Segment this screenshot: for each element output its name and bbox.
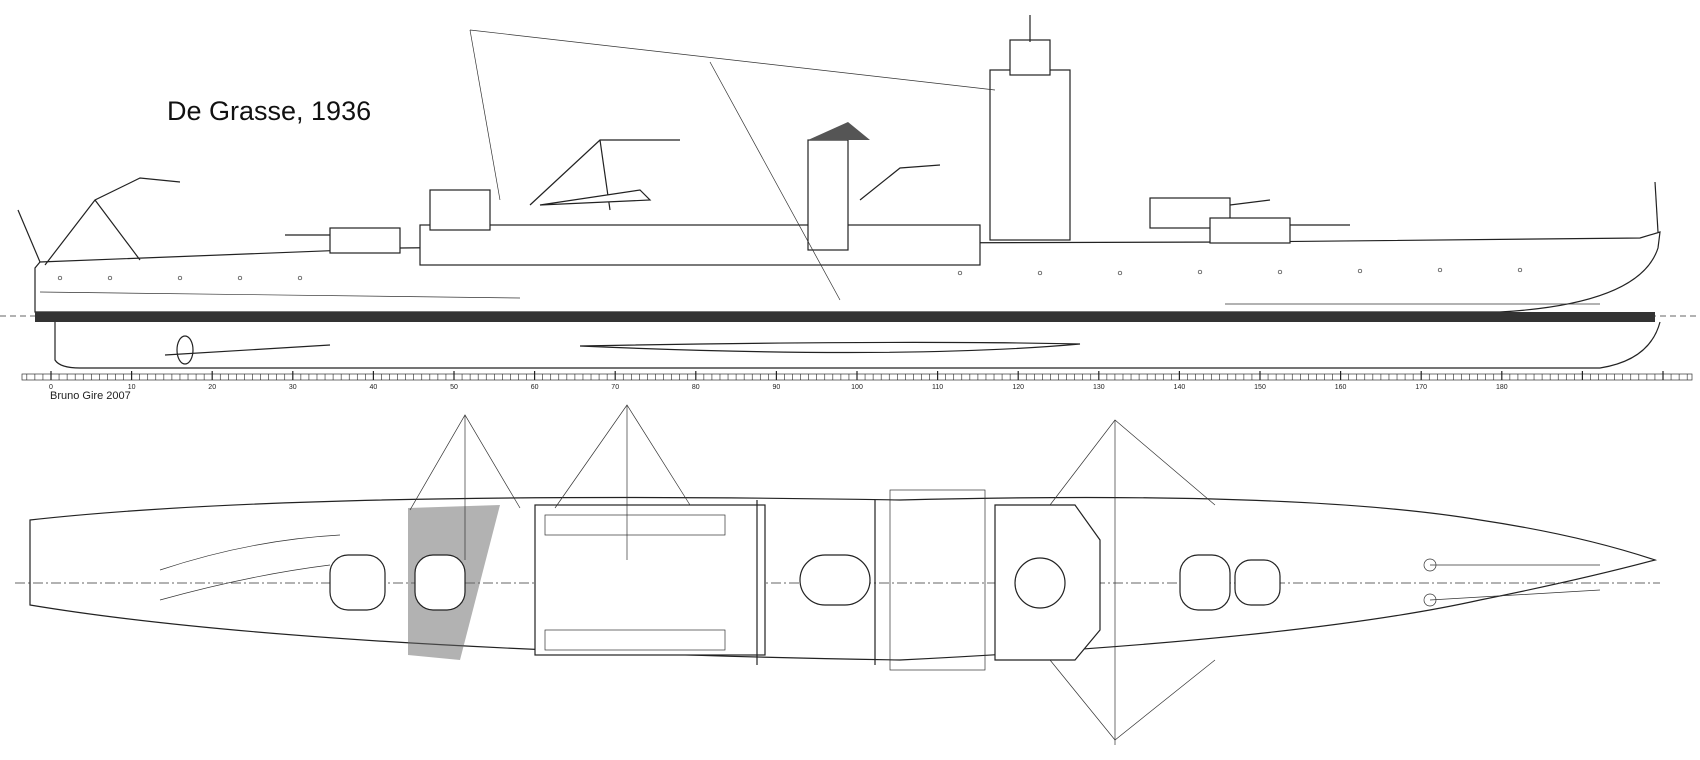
aft-control-tower	[429, 189, 491, 231]
boat-stowage	[889, 489, 986, 671]
author-credit: Bruno Gire 2007	[50, 390, 131, 402]
scale-label: 170	[1415, 384, 1427, 391]
director	[1014, 557, 1066, 609]
side-profile	[0, 15, 1700, 369]
boat-crane	[859, 164, 941, 201]
scale-label: 100	[851, 384, 863, 391]
scale-label: 30	[289, 384, 297, 391]
underwater-hull	[54, 321, 1661, 369]
catapult	[544, 629, 726, 651]
scale-label: 140	[1174, 384, 1186, 391]
scale-label: 110	[932, 384, 943, 391]
bilge-keel	[579, 341, 1081, 354]
funnel-cap	[808, 122, 870, 140]
turret-a-plan	[1234, 559, 1281, 606]
drawing-title: De Grasse, 1936	[167, 96, 372, 126]
scale-label: 70	[611, 384, 619, 391]
propeller	[176, 335, 194, 365]
scale-label: 130	[1093, 384, 1105, 391]
propeller-shaft	[164, 344, 331, 356]
scale-label: 90	[773, 384, 781, 391]
forward-turret-1	[1209, 217, 1291, 244]
fire-control-top	[1009, 39, 1051, 76]
funnel-top	[799, 554, 871, 606]
gun-barrel	[1229, 199, 1271, 206]
scale-label: 180	[1496, 384, 1508, 391]
scale-label: 60	[531, 384, 539, 391]
scale-label: 160	[1335, 384, 1347, 391]
boot-topping	[35, 312, 1655, 322]
turret-x-plan	[329, 554, 386, 611]
ensign-staff	[17, 209, 41, 263]
jackstaff	[1654, 181, 1659, 233]
turret-b-plan	[1179, 554, 1231, 611]
catapult	[544, 514, 726, 536]
rigging	[469, 29, 996, 301]
funnel	[807, 139, 849, 251]
seaplane	[539, 189, 652, 206]
anchor-cables	[1429, 564, 1601, 601]
scale-label: 20	[208, 384, 216, 391]
scale-label: 0	[49, 384, 53, 391]
portholes	[57, 267, 1523, 281]
bridge-tower	[989, 69, 1071, 241]
scale-label: 10	[128, 384, 136, 391]
scale-label: 150	[1254, 384, 1266, 391]
aft-crane	[44, 177, 181, 266]
capstan	[1423, 558, 1437, 572]
scale-bar: 0 10 20 30 40 50 60 70 80 90 100 110 120 130 140 150 160…	[21, 371, 1693, 391]
superstructure-midships	[419, 224, 981, 266]
scale-label: 120	[1012, 384, 1024, 391]
scale-label: 80	[692, 384, 700, 391]
capstan	[1423, 593, 1437, 607]
turret-y-plan	[414, 554, 466, 611]
scale-label: 50	[450, 384, 458, 391]
aft-turret	[329, 227, 401, 254]
plan-view	[15, 404, 1660, 745]
aircraft-deck	[534, 504, 766, 656]
scale-label: 40	[370, 384, 378, 391]
